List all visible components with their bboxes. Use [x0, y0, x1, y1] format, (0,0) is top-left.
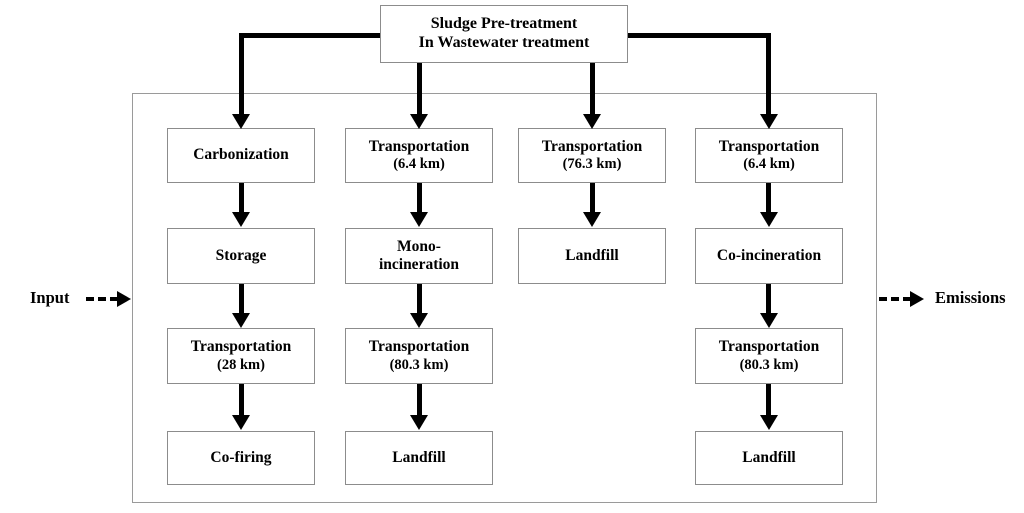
node-col2-step4: Landfill: [345, 431, 493, 485]
node-label-line1: Transportation: [718, 137, 820, 155]
arrowhead-bus-to-col1: [232, 114, 250, 129]
arrowhead-col2-3to4: [410, 415, 428, 430]
system-boundary-frame: [132, 93, 877, 503]
arrowhead-col4-2to3: [760, 313, 778, 328]
emissions-label: Emissions: [935, 288, 1006, 307]
node-col2-step1: Transportation (6.4 km): [345, 128, 493, 183]
node-col3-step2: Landfill: [518, 228, 666, 284]
node-label-line2: (80.3 km): [739, 356, 799, 373]
bus-line-left: [239, 33, 382, 38]
node-label-line1: Mono-: [397, 237, 441, 255]
arrowhead-bus-to-col3: [583, 114, 601, 129]
node-label-line2: (6.4 km): [393, 156, 445, 173]
node-col1-step1: Carbonization: [167, 128, 315, 183]
node-col4-step3: Transportation (80.3 km): [695, 328, 843, 384]
bus-line-right: [626, 33, 771, 38]
node-label-line1: Transportation: [718, 338, 820, 356]
node-col1-step2: Storage: [167, 228, 315, 284]
input-dashed-line: [86, 297, 118, 301]
connector-col1-1to2: [239, 182, 244, 215]
arrowhead-col1-3to4: [232, 415, 250, 430]
arrowhead-col4-1to2: [760, 212, 778, 227]
connector-bus-to-col1: [239, 33, 244, 120]
node-label-line1: Landfill: [392, 448, 446, 466]
arrowhead-bus-to-col4: [760, 114, 778, 129]
arrowhead-col1-2to3: [232, 313, 250, 328]
arrowhead-col3-1to2: [583, 212, 601, 227]
arrowhead-col1-1to2: [232, 212, 250, 227]
node-col4-step4: Landfill: [695, 431, 843, 485]
node-label-line2: (28 km): [217, 356, 265, 373]
connector-col4-2to3: [766, 283, 771, 316]
node-label-line1: Transportation: [190, 338, 292, 356]
node-col1-step3: Transportation (28 km): [167, 328, 315, 384]
input-label: Input: [30, 288, 70, 307]
emissions-arrowhead: [910, 291, 924, 307]
title-box-sludge-pretreatment: Sludge Pre-treatment In Wastewater treat…: [380, 5, 628, 63]
node-label-line1: Co-incineration: [716, 246, 822, 264]
node-label-line1: Landfill: [565, 246, 619, 264]
connector-col2-1to2: [417, 182, 422, 215]
connector-col1-2to3: [239, 283, 244, 316]
connector-col1-3to4: [239, 383, 244, 417]
connector-bus-to-col3: [590, 62, 595, 120]
arrowhead-col2-2to3: [410, 313, 428, 328]
node-col4-step2: Co-incineration: [695, 228, 843, 284]
node-label-line1: Storage: [215, 246, 267, 264]
connector-col2-3to4: [417, 383, 422, 417]
node-label-line1: Landfill: [742, 448, 796, 466]
node-label-line2: (76.3 km): [562, 156, 622, 173]
node-col2-step3: Transportation (80.3 km): [345, 328, 493, 384]
node-col1-step4: Co-firing: [167, 431, 315, 485]
connector-bus-to-col4: [766, 33, 771, 120]
node-col3-step1: Transportation (76.3 km): [518, 128, 666, 183]
connector-bus-to-col2: [417, 62, 422, 120]
node-label-line2: incineration: [378, 256, 460, 273]
emissions-dashed-line: [879, 297, 911, 301]
connector-col3-1to2: [590, 182, 595, 215]
node-label-line1: Transportation: [368, 338, 470, 356]
connector-col4-1to2: [766, 182, 771, 215]
arrowhead-bus-to-col2: [410, 114, 428, 129]
node-label-line2: (6.4 km): [743, 156, 795, 173]
title-box-line2: In Wastewater treatment: [418, 34, 590, 51]
connector-col4-3to4: [766, 383, 771, 417]
title-box-line1: Sludge Pre-treatment: [430, 15, 578, 33]
connector-col2-2to3: [417, 283, 422, 316]
node-label-line1: Transportation: [541, 137, 643, 155]
node-col4-step1: Transportation (6.4 km): [695, 128, 843, 183]
arrowhead-col4-3to4: [760, 415, 778, 430]
arrowhead-col2-1to2: [410, 212, 428, 227]
node-label-line1: Carbonization: [193, 146, 289, 164]
node-label-line1: Co-firing: [210, 448, 272, 466]
node-col2-step2: Mono- incineration: [345, 228, 493, 284]
node-label-line1: Transportation: [368, 137, 470, 155]
node-label-line2: (80.3 km): [389, 356, 449, 373]
input-arrowhead: [117, 291, 131, 307]
